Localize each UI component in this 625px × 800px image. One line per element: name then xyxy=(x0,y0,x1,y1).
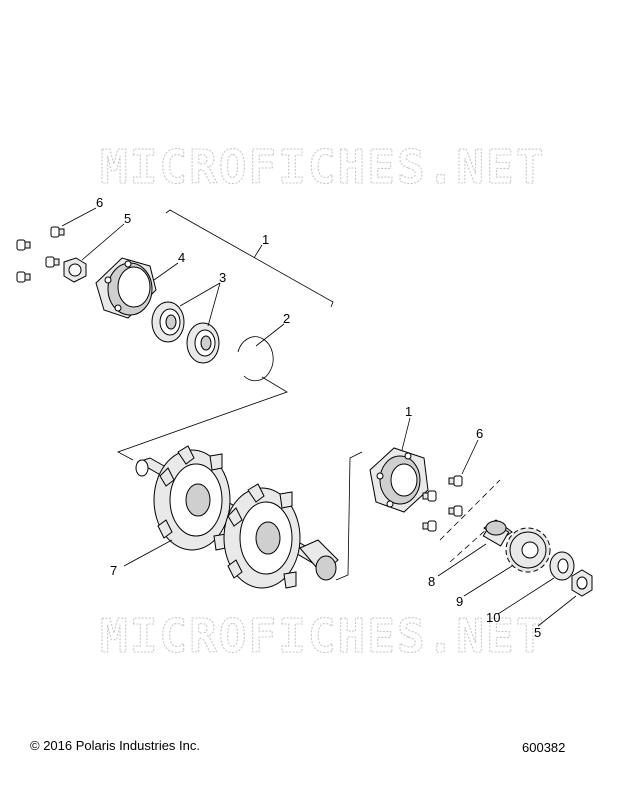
callout-1-right: 1 xyxy=(405,404,412,419)
assembly-bracket-top xyxy=(165,209,334,308)
callout-10: 10 xyxy=(486,610,500,625)
spacer-bushing xyxy=(482,519,513,547)
callout-4: 4 xyxy=(178,250,185,265)
bolt-group-right xyxy=(422,475,463,532)
washer xyxy=(549,551,575,581)
hex-nut-top xyxy=(63,257,87,283)
bearing-top-1 xyxy=(151,301,185,343)
callout-5-top: 5 xyxy=(124,211,131,226)
callout-8: 8 xyxy=(428,574,435,589)
bolt xyxy=(16,271,31,283)
snap-ring-top xyxy=(237,336,274,382)
callout-2: 2 xyxy=(283,311,290,326)
callout-7: 7 xyxy=(110,563,117,578)
callout-1-top: 1 xyxy=(262,232,269,247)
callout-6-top: 6 xyxy=(96,195,103,210)
bolt xyxy=(448,505,463,517)
bolt-group-top xyxy=(16,226,65,283)
drive-sprocket xyxy=(505,527,551,573)
copyright-notice: © 2016 Polaris Industries Inc. xyxy=(30,738,200,753)
drive-shaft-assembly xyxy=(135,445,339,589)
bearing-flange-housing-right xyxy=(369,447,429,513)
bolt xyxy=(45,256,60,268)
document-number: 600382 xyxy=(522,740,566,755)
bearing-top-2 xyxy=(186,322,220,364)
bolt xyxy=(448,475,463,487)
watermark-top: MICROFICHES.NET xyxy=(100,140,545,194)
bolt xyxy=(422,490,437,502)
alignment-line xyxy=(449,527,489,563)
bolt xyxy=(50,226,65,238)
hex-nut-right xyxy=(571,569,593,597)
callout-3: 3 xyxy=(219,270,226,285)
leader-lines xyxy=(61,207,577,627)
bolt xyxy=(16,239,31,251)
assembly-bracket-right xyxy=(335,451,363,581)
bolt xyxy=(422,520,437,532)
alignment-line xyxy=(439,479,501,541)
callout-6-right: 6 xyxy=(476,426,483,441)
callout-9: 9 xyxy=(456,594,463,609)
callout-5-right: 5 xyxy=(534,625,541,640)
bearing-flange-housing-top xyxy=(95,257,157,319)
assembly-leader-line xyxy=(117,376,288,461)
watermark-bottom: MICROFICHES.NET xyxy=(100,609,545,663)
